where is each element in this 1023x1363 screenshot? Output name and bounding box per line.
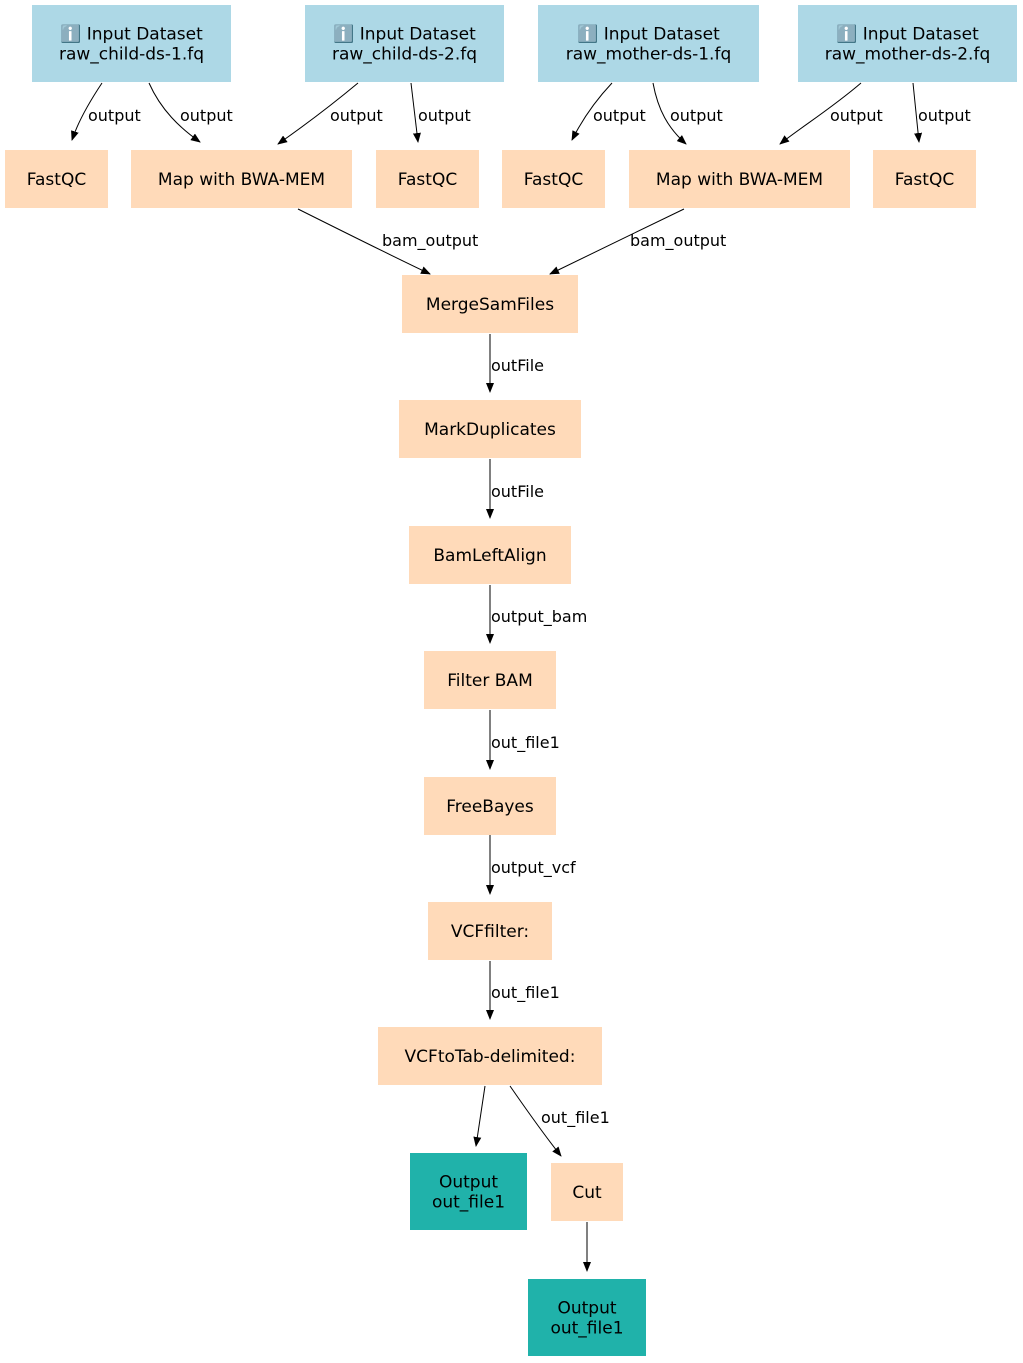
output-node-box [410, 1153, 527, 1230]
node-vcftotab: VCFtoTab-delimited: [378, 1027, 602, 1085]
node-title: MarkDuplicates [424, 420, 556, 440]
edge-in3-to-fastqc3 [571, 82, 613, 141]
output-node-box [528, 1279, 646, 1356]
edge-label: output [88, 106, 141, 125]
node-vcffilter: VCFfilter: [428, 902, 552, 960]
node-title: ℹ️ Input Dataset [60, 24, 203, 45]
edge-label: output [180, 106, 233, 125]
tool-node-box [629, 150, 850, 208]
edge-label: output [670, 106, 723, 125]
node-cut: Cut [551, 1163, 623, 1221]
edge-vcftotab-to-out1 [473, 1085, 486, 1147]
tool-node-box [428, 902, 552, 960]
node-title: Filter BAM [447, 671, 532, 691]
edge-label: out_file1 [491, 733, 560, 753]
node-subtitle: raw_mother-ds-1.fq [566, 45, 731, 65]
input-node-box [538, 5, 759, 82]
node-title: VCFfilter: [451, 922, 529, 942]
node-bwa2: Map with BWA-MEM [629, 150, 850, 208]
edge-in1-to-bwa1 [148, 82, 201, 143]
node-title: Cut [572, 1183, 602, 1203]
edge-label: output [918, 106, 971, 125]
tool-node-box [409, 526, 571, 584]
edge-bwa1-to-merge [297, 208, 431, 275]
node-leftalign: BamLeftAlign [409, 526, 571, 584]
node-title: Map with BWA-MEM [158, 170, 325, 190]
node-filterbam: Filter BAM [424, 651, 556, 709]
node-title: Output [439, 1173, 498, 1193]
edges-layer: output output output output output output outp… [71, 82, 971, 1272]
node-title: ℹ️ Input Dataset [333, 24, 476, 45]
edge-label: out_file1 [491, 983, 560, 1003]
node-title: VCFtoTab-delimited: [405, 1047, 576, 1067]
node-freebayes: FreeBayes [424, 777, 556, 835]
tool-node-box [502, 150, 605, 208]
edge-in3-to-bwa2 [652, 82, 687, 145]
node-subtitle: raw_mother-ds-2.fq [825, 45, 990, 65]
node-fastqc4: FastQC [873, 150, 976, 208]
edge-in2-to-bwa1 [277, 82, 359, 145]
node-title: FastQC [895, 170, 954, 190]
node-title: BamLeftAlign [433, 546, 546, 566]
input-node-box [798, 5, 1017, 82]
node-subtitle: raw_child-ds-2.fq [332, 45, 477, 65]
tool-node-box [551, 1163, 623, 1221]
node-markdup: MarkDuplicates [399, 400, 581, 458]
node-fastqc2: FastQC [376, 150, 479, 208]
edge-label: output [830, 106, 883, 125]
edge-bwa2-to-merge [549, 208, 685, 275]
edge-label: bam_output [630, 231, 726, 251]
node-fastqc1: FastQC [5, 150, 108, 208]
node-fastqc3: FastQC [502, 150, 605, 208]
node-title: FastQC [398, 170, 457, 190]
node-subtitle: raw_child-ds-1.fq [59, 45, 204, 65]
edge-label: outFile [491, 482, 544, 501]
tool-node-box [378, 1027, 602, 1085]
tool-node-box [402, 275, 578, 333]
tool-node-box [376, 150, 479, 208]
node-title: FreeBayes [446, 797, 534, 817]
edge-in1-to-fastqc1 [71, 82, 103, 141]
node-subtitle: out_file1 [550, 1319, 623, 1339]
node-subtitle: out_file1 [432, 1193, 505, 1213]
edge-label: outFile [491, 356, 544, 375]
tool-node-box [131, 150, 352, 208]
edge-label: output_vcf [491, 858, 576, 878]
edge-in4-to-fastqc4 [912, 82, 923, 143]
edge-label: output_bam [491, 607, 587, 627]
edge-vcftotab-to-cut [509, 1085, 562, 1157]
node-title: ℹ️ Input Dataset [577, 24, 720, 45]
edge-label: out_file1 [541, 1108, 610, 1128]
node-title: Map with BWA-MEM [656, 170, 823, 190]
tool-node-box [399, 400, 581, 458]
edge-label: bam_output [382, 231, 478, 251]
tool-node-box [873, 150, 976, 208]
tool-node-box [424, 777, 556, 835]
node-title: Output [557, 1299, 616, 1319]
input-node-box [32, 5, 231, 82]
node-merge: MergeSamFiles [402, 275, 578, 333]
edge-label: output [418, 106, 471, 125]
edge-in4-to-bwa2 [779, 82, 862, 145]
node-title: MergeSamFiles [426, 295, 554, 315]
input-node-box [305, 5, 504, 82]
node-bwa1: Map with BWA-MEM [131, 150, 352, 208]
node-title: FastQC [524, 170, 583, 190]
tool-node-box [5, 150, 108, 208]
tool-node-box [424, 651, 556, 709]
node-title: FastQC [27, 170, 86, 190]
edge-label: output [330, 106, 383, 125]
edge-label: output [593, 106, 646, 125]
edge-in2-to-fastqc2 [410, 82, 421, 143]
node-title: ℹ️ Input Dataset [836, 24, 979, 45]
